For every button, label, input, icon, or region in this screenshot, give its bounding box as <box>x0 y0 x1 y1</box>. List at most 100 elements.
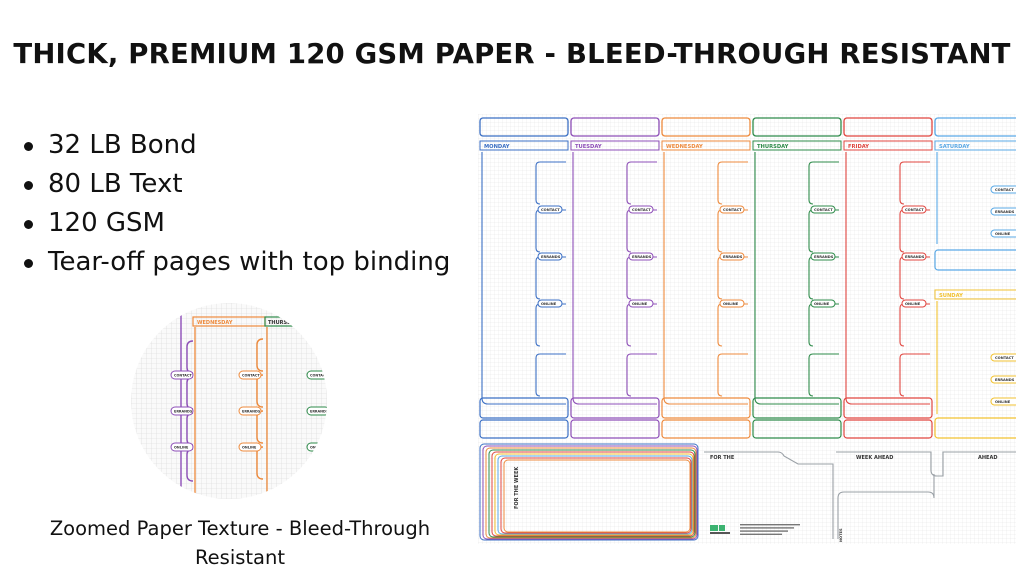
stacked-notes-frame <box>482 445 698 540</box>
day-header-band <box>661 140 751 151</box>
brand-logo-block <box>719 525 725 531</box>
section-label: CONTACT <box>632 208 651 212</box>
zoom-section-label: ONLINE <box>242 446 257 450</box>
day-section-bracket <box>626 161 657 205</box>
stacked-notes-frame <box>479 443 699 541</box>
day-extra-box <box>843 419 933 439</box>
day-header-band <box>752 140 842 151</box>
section-label: ONLINE <box>905 302 921 306</box>
zoom-section-pill <box>306 406 327 416</box>
section-label: ERRANDS <box>632 255 652 259</box>
day-header-band <box>934 289 1024 300</box>
day-section-bracket <box>808 161 839 205</box>
section-label: ERRANDS <box>814 255 834 259</box>
section-pill <box>537 299 563 308</box>
day-bottom-box <box>934 417 1024 439</box>
section-pill <box>719 252 745 261</box>
section-pill <box>628 299 654 308</box>
day-extra-box <box>752 419 842 439</box>
section-label: ONLINE <box>995 400 1011 404</box>
day-bottom-box <box>570 397 660 419</box>
stacked-notes-frame <box>503 459 691 533</box>
day-name-label: FRIDAY <box>848 144 869 150</box>
section-pill <box>810 299 836 308</box>
zoom-bracket <box>256 338 264 372</box>
section-pill <box>537 205 563 214</box>
section-pill <box>901 299 927 308</box>
week-ahead-label: AHEAD <box>978 455 998 461</box>
section-label: CONTACT <box>995 188 1014 192</box>
zoom-section-pill <box>170 442 194 452</box>
zoom-day-label: WEDNESDAY <box>197 320 233 326</box>
section-label: ONLINE <box>814 302 830 306</box>
zoom-section-label: ONLINE <box>174 446 189 450</box>
feature-item: 32 LB Bond <box>22 126 450 165</box>
day-column-tuesday: TUESDAY CONTACT ERRANDS ONLINE <box>570 117 660 439</box>
day-header-band <box>570 140 660 151</box>
zoom-day-label: THURSDAY <box>268 320 299 326</box>
section-label: CONTACT <box>995 356 1014 360</box>
day-name-label: THURSDAY <box>757 144 789 150</box>
section-pill <box>719 299 745 308</box>
stacked-notes-frame <box>494 453 694 536</box>
day-section-bracket <box>626 353 657 397</box>
day-bottom-box <box>479 397 569 419</box>
section-pill <box>719 205 745 214</box>
day-extra-box <box>661 419 751 439</box>
day-bottom-box <box>661 397 751 419</box>
brand-logo-block <box>710 525 718 531</box>
day-bottom-box <box>752 397 842 419</box>
day-top-box <box>570 117 660 137</box>
zoom-section-label: ONLINE <box>310 446 325 450</box>
zoom-section-pill <box>238 406 262 416</box>
day-bottom-box <box>843 397 933 419</box>
day-name-label: WEDNESDAY <box>666 144 703 150</box>
zoom-section-label: ERRANDS <box>242 410 261 414</box>
day-name-label: TUESDAY <box>575 144 602 150</box>
week-ahead-line <box>836 451 1016 477</box>
zoom-section-label: CONTACT <box>174 374 192 378</box>
section-pill <box>810 205 836 214</box>
section-label: ONLINE <box>995 232 1011 236</box>
stacked-notes-frame <box>491 451 695 537</box>
section-pill <box>810 252 836 261</box>
section-label: ERRANDS <box>995 210 1015 214</box>
section-label: CONTACT <box>541 208 560 212</box>
vertical-week-label: FOR THE WEEK <box>514 466 520 509</box>
fine-print-line <box>740 524 800 526</box>
section-pill <box>628 252 654 261</box>
side-notes-label: NOTES <box>839 528 843 542</box>
section-label: CONTACT <box>814 208 833 212</box>
day-name-label: SUNDAY <box>939 293 963 299</box>
day-section-bracket <box>717 161 748 205</box>
section-label: CONTACT <box>723 208 742 212</box>
day-header-band <box>479 140 569 151</box>
day-top-box <box>843 117 933 137</box>
zoom-section-pill <box>170 406 194 416</box>
day-extra-box <box>570 419 660 439</box>
week-ahead-label: FOR THE <box>710 455 735 461</box>
fine-print-line <box>740 533 782 535</box>
stacked-notes-frame <box>500 457 692 534</box>
feature-item: 120 GSM <box>22 204 450 243</box>
day-section-bracket <box>535 161 566 205</box>
section-label: ONLINE <box>632 302 648 306</box>
day-section-bracket <box>717 353 748 397</box>
day-top-box <box>479 117 569 137</box>
week-ahead-label: WEEK AHEAD <box>856 455 893 461</box>
day-column-thursday: THURSDAY CONTACT ERRANDS ONLINE <box>752 117 842 439</box>
zoom-section-pill <box>170 370 194 380</box>
feature-item: Tear-off pages with top binding <box>22 243 450 282</box>
week-ahead-section: FOR THE WEEK FOR THE WEEK AHEAD AHEAD NOTES <box>479 443 1016 542</box>
day-top-box <box>752 117 842 137</box>
fine-print-line <box>740 527 794 529</box>
zoom-section-label: CONTACT <box>310 374 327 378</box>
day-header-band <box>843 140 933 151</box>
zoom-section-pill <box>238 370 262 380</box>
